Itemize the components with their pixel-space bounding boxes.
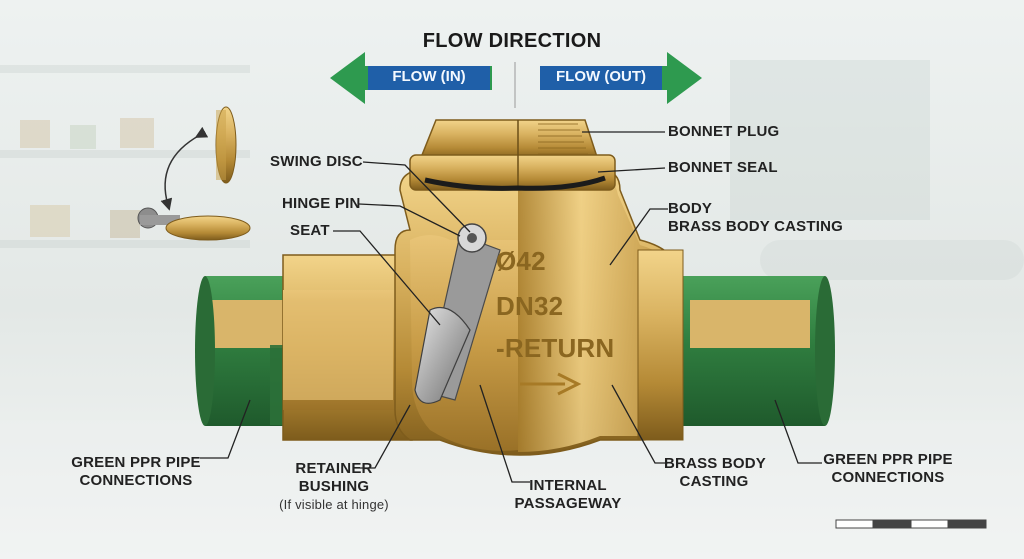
label-green-ppr-right-line2: CONNECTIONS [831,469,945,486]
label-bonnet-plug: BONNET PLUG [668,123,780,140]
scale-bar [835,519,987,529]
label-hinge-pin: HINGE PIN [282,195,361,212]
label-internal-line2: PASSAGEWAY [514,495,622,512]
label-green-ppr-left-line1: GREEN PPR PIPE [71,454,201,471]
bonnet-threads [538,123,588,155]
label-green-ppr-right: GREEN PPR PIPE CONNECTIONS [818,451,958,487]
label-green-ppr-right-line1: GREEN PPR PIPE [823,451,953,468]
label-brass-body-line2: CASTING [679,473,749,490]
swing-disc [414,306,471,404]
label-retainer-line1: RETAINER [295,460,373,477]
bonnet [409,119,616,191]
right-pipe [680,276,835,426]
label-bonnet-seal: BONNET SEAL [668,159,778,176]
body-marking-arrow [520,372,582,396]
label-retainer-line2: BUSHING [298,478,370,495]
label-internal-passageway: INTERNAL PASSAGEWAY [508,477,628,513]
label-swing-disc: SWING DISC [270,153,363,170]
swing-disc-inset [137,106,251,241]
flow-in-label: FLOW (IN) [392,68,466,85]
label-brass-body-casting: BRASS BODY CASTING [664,455,767,491]
label-retainer-bushing: RETAINER BUSHING (If visible at hinge) [264,460,404,514]
label-green-ppr-left: GREEN PPR PIPE CONNECTIONS [66,454,206,490]
flow-out-label: FLOW (OUT) [556,68,646,85]
label-seat: SEAT [290,222,330,239]
bonnet-seal-ring [424,175,606,191]
label-brass-body-line1: BRASS BODY [664,455,767,472]
body-marking-line1: Ø42 [496,246,546,276]
label-green-ppr-left-line2: CONNECTIONS [79,472,193,489]
leader-lines [200,131,822,483]
label-brass-body-casting-upper: BRASS BODY CASTING [668,218,844,235]
body-marking-line3: -RETURN [496,333,615,363]
label-retainer-note: (If visible at hinge) [279,497,389,512]
swing-disc-assembly [414,223,501,404]
label-internal-line1: INTERNAL [529,477,607,494]
body-marking-line2: DN32 [496,291,564,321]
flow-in-arrow [330,52,492,104]
label-body: BODY [668,200,713,217]
diagram-title: FLOW DIRECTION [422,30,602,52]
flow-out-arrow [540,52,702,104]
